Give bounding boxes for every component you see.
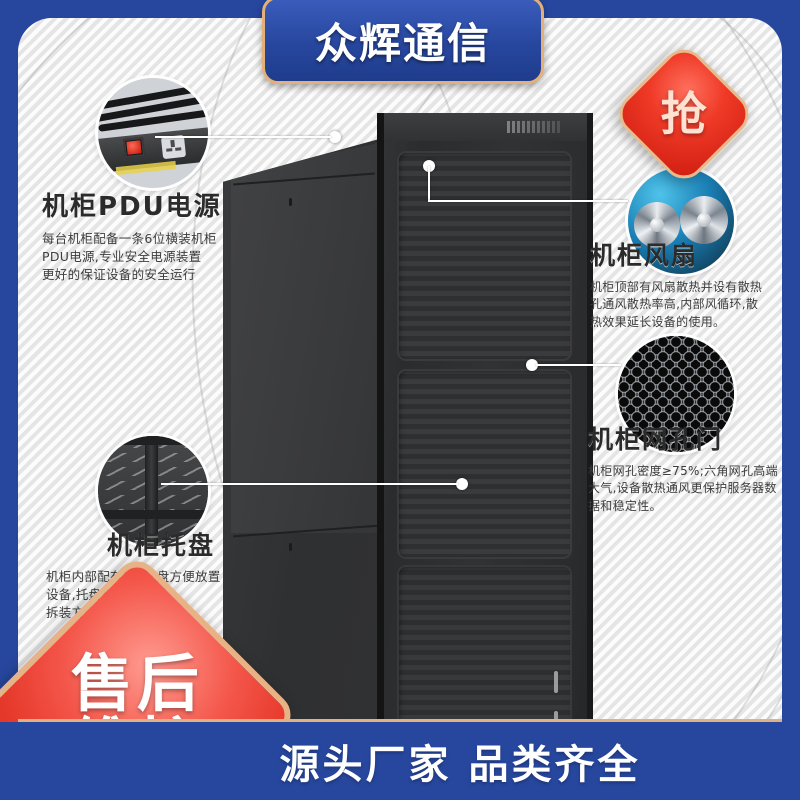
bottom-slogan-text: 源头厂家 品类齐全 bbox=[279, 742, 641, 788]
mesh-pattern bbox=[618, 336, 734, 452]
cabinet-door-middle bbox=[397, 369, 572, 641]
socket-pin-left bbox=[166, 148, 173, 152]
feature-desc-line: 更好的保证设备的安全运行 bbox=[42, 267, 196, 283]
feature-title-tray: 机柜托盘 bbox=[106, 531, 215, 560]
callout-dot-mesh bbox=[526, 359, 538, 371]
callout-line-fan bbox=[428, 200, 628, 202]
cabinet-right-edge bbox=[587, 113, 593, 763]
feature-desc-line: PDU电源,专业安全电源装置 bbox=[42, 249, 202, 265]
feature-desc-line: 每台机柜配备一条6位横装机柜 bbox=[42, 231, 217, 246]
feature-block-fan: 机柜风扇 机柜顶部有风扇散热并设有散热 孔通风散热率高,内部风循环,散 热效果延… bbox=[590, 236, 782, 331]
feature-title-mesh: 机柜网孔门 bbox=[588, 425, 724, 454]
feature-title-fan: 机柜风扇 bbox=[590, 241, 699, 270]
socket-pin-top bbox=[170, 139, 175, 148]
feature-desc-line: 机柜顶部有风扇散热并设有散热 bbox=[590, 280, 763, 294]
feature-block-mesh: 机柜网孔门 机柜网孔密度≥75%;六角网孔高端 大气,设备散热通风更保护服务器数… bbox=[588, 420, 782, 515]
feature-desc-line: 大气,设备散热通风更保护服务器数 bbox=[588, 481, 777, 496]
callout-line-mesh bbox=[536, 364, 621, 366]
feature-desc-line: 热效果延长设备的使用。 bbox=[590, 314, 726, 329]
pdu-power-switch-icon bbox=[126, 140, 142, 155]
cabinet-side-lock-top bbox=[289, 198, 292, 206]
callout-dot-pdu bbox=[329, 131, 341, 143]
mounting-rail-1 bbox=[554, 671, 558, 693]
feature-desc-line: 孔通风散热率高,内部风循环,散 bbox=[590, 297, 759, 312]
callout-line-tray bbox=[161, 483, 458, 485]
brand-badge: 众辉通信 bbox=[262, 0, 544, 84]
feature-desc-line: 据和稳定性。 bbox=[588, 498, 662, 513]
cabinet-side-lock-bottom bbox=[289, 543, 292, 551]
cabinet-front-face bbox=[377, 113, 593, 782]
bottom-bar-divider bbox=[18, 719, 782, 722]
feature-desc-line: 机柜网孔密度≥75%;六角网孔高端 bbox=[588, 464, 778, 478]
socket-pin-right bbox=[175, 147, 182, 151]
feature-block-pdu: 机柜PDU电源 每台机柜配备一条6位横装机柜 PDU电源,专业安全电源装置 更好… bbox=[42, 186, 272, 284]
cabinet-door-upper bbox=[397, 151, 572, 361]
callout-line-fan-vertical bbox=[428, 166, 430, 201]
service-badge-line-1: 售后 bbox=[70, 646, 204, 720]
feature-desc-mesh: 机柜网孔密度≥75%;六角网孔高端 大气,设备散热通风更保护服务器数 据和稳定性… bbox=[588, 463, 782, 515]
cabinet-side-panel bbox=[223, 138, 383, 763]
callout-line-pdu bbox=[155, 136, 331, 138]
tray-rail-top bbox=[98, 436, 208, 445]
cabinet-fan-photo bbox=[628, 168, 734, 274]
feature-desc-pdu: 每台机柜配备一条6位横装机柜 PDU电源,专业安全电源装置 更好的保证设备的安全… bbox=[42, 230, 272, 284]
cabinet-side-door bbox=[231, 143, 379, 533]
grab-badge-text: 抢 bbox=[661, 86, 707, 141]
cabinet-tray-photo bbox=[98, 436, 208, 546]
pdu-power-strip-photo bbox=[98, 78, 208, 188]
feature-desc-fan: 机柜顶部有风扇散热并设有散热 孔通风散热率高,内部风循环,散 热效果延长设备的使… bbox=[590, 279, 782, 331]
pdu-socket-icon bbox=[160, 134, 187, 160]
cabinet-left-edge bbox=[377, 113, 384, 763]
fan-hub-left bbox=[650, 218, 664, 232]
bottom-slogan-bar: 源头厂家 品类齐全 bbox=[0, 722, 800, 800]
tray-rail-bottom bbox=[98, 510, 208, 519]
server-rack-cabinet bbox=[223, 113, 593, 782]
hexagonal-mesh-photo bbox=[618, 336, 734, 452]
feature-title-pdu: 机柜PDU电源 bbox=[42, 192, 222, 222]
fan-hub-right bbox=[697, 213, 711, 227]
callout-dot-tray bbox=[456, 478, 468, 490]
brand-name: 众辉通信 bbox=[314, 18, 491, 68]
cabinet-brand-logo-icon bbox=[507, 121, 562, 133]
